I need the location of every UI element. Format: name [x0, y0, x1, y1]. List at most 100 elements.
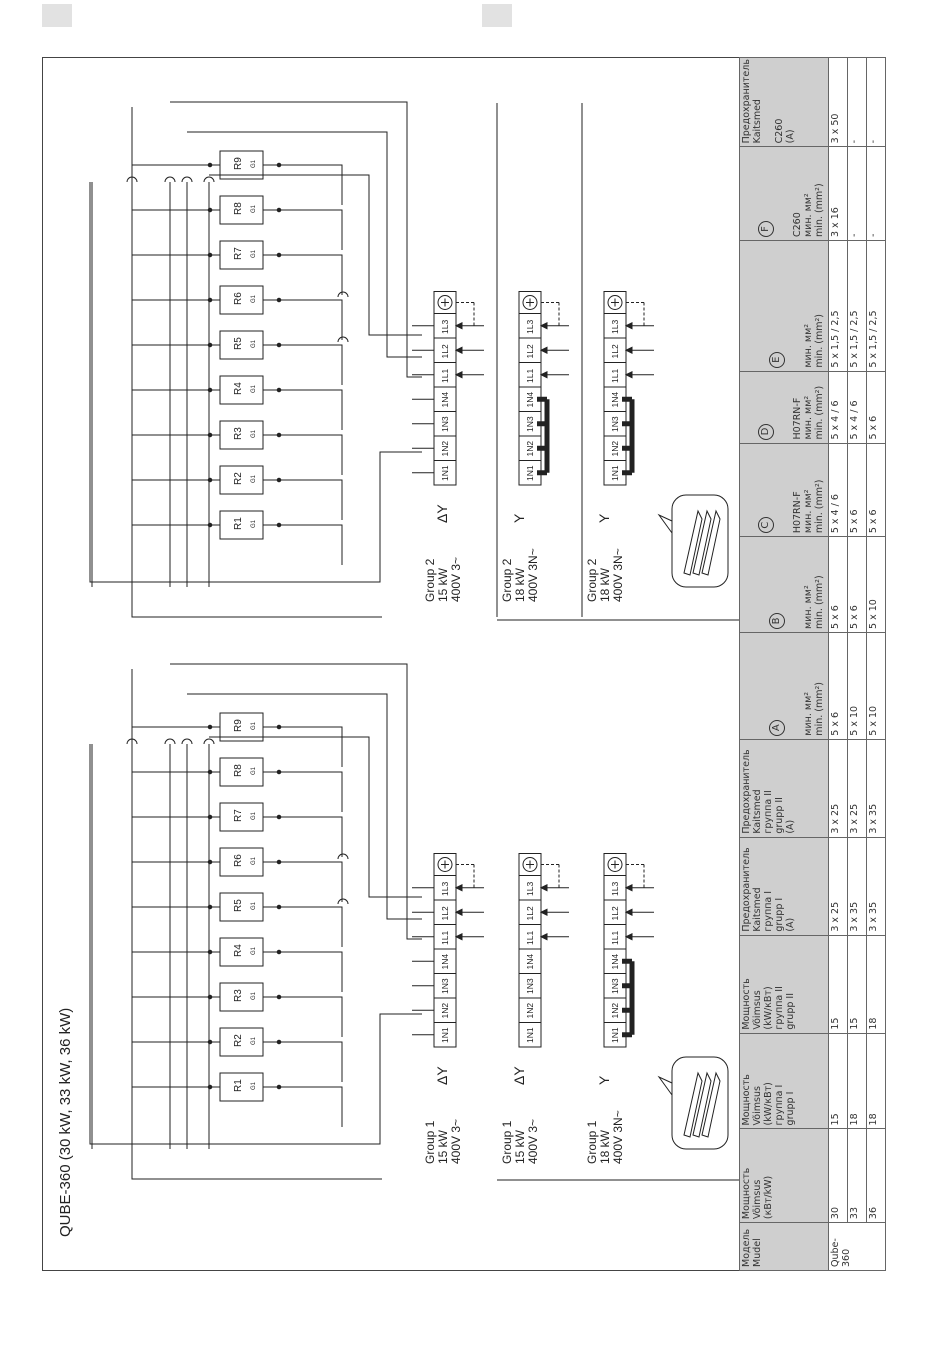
terminal-label: 1N4 — [440, 954, 450, 970]
label-group: G1 — [251, 519, 257, 528]
arrow-icon — [624, 932, 633, 941]
resistor-tag: G1 — [251, 1081, 257, 1090]
specification-table: Модель Mudel Мощность Võimsus (кВт/kW) М… — [739, 57, 886, 1271]
resistor-label: R6 — [233, 292, 244, 305]
label-group: 400V 3N~ — [611, 1110, 625, 1164]
label-group: R2 — [233, 472, 244, 485]
wire-crossing — [126, 176, 138, 183]
label-group: 1L3 — [610, 320, 620, 334]
terminal-label: 1N4 — [610, 392, 620, 408]
terminal-label: 1L2 — [440, 344, 450, 358]
label-group: 15 kW — [436, 567, 450, 602]
table-cell: 5 x 1,5 / 2,5 — [828, 240, 848, 372]
label-group: 1L3 — [525, 882, 535, 896]
label-group: 1N2 — [610, 1003, 620, 1019]
table-header-cell: Мощность Võimsus (kW/кВт) группа II grup… — [739, 935, 829, 1034]
resistor-box — [219, 285, 264, 315]
resistor-box — [219, 982, 264, 1012]
label-group: 1L3 — [440, 320, 450, 334]
table-header-cell: Мощность Võimsus (kW/кВт) группа I grupp… — [739, 1033, 829, 1129]
resistor-label: R5 — [233, 899, 244, 912]
label-group: 1L1 — [610, 931, 620, 945]
jumper-icon — [692, 1071, 712, 1138]
wire — [187, 131, 422, 358]
terminal-label: 1N3 — [525, 978, 535, 994]
label-group: 1L2 — [610, 344, 620, 358]
resistor-box — [219, 330, 264, 360]
node-dot — [276, 207, 282, 213]
wire — [300, 1086, 343, 1127]
label-group: G1 — [251, 384, 257, 393]
label-group: R9 — [233, 719, 244, 732]
node-dot — [276, 1084, 282, 1090]
connection-symbol: Y — [511, 513, 527, 523]
diagram-frame — [42, 57, 886, 1271]
label-group: 1N3 — [610, 416, 620, 432]
wire — [300, 479, 343, 520]
terminal-label: 1N3 — [525, 416, 535, 432]
label-group: Group 1 — [585, 1120, 599, 1164]
terminal-label: 1L2 — [525, 344, 535, 358]
resistor-label: R6 — [233, 854, 244, 867]
terminal-label: 1L3 — [610, 320, 620, 334]
resistor-label: R2 — [233, 1034, 244, 1047]
node-dot — [276, 904, 282, 910]
page-tab-right — [482, 4, 512, 27]
label-group: G1 — [251, 1036, 257, 1045]
node-dot — [276, 342, 282, 348]
wire-crossing — [337, 336, 349, 343]
label-group: G1 — [251, 1081, 257, 1090]
label-group: G1 — [251, 856, 257, 865]
table-cell: 5 x 1,5 / 2,5 — [847, 240, 867, 372]
terminal-label: 1L1 — [525, 369, 535, 383]
label-group: 1L3 — [440, 882, 450, 896]
table-header-cell: Предохранитель Kaitsmed группа II grupp … — [739, 739, 829, 838]
label-group: Group 2 — [585, 558, 599, 602]
terminal-label: 1L3 — [610, 882, 620, 896]
terminal-label: 1N2 — [440, 441, 450, 457]
specification-table-rotated: Модель Mudel Мощность Võimsus (кВт/kW) М… — [739, 57, 886, 1271]
label-group: 400V 3~ — [449, 557, 463, 602]
label-group: 1L1 — [610, 369, 620, 383]
label-group: 1L1 — [525, 931, 535, 945]
terminal-label: 1N1 — [440, 1027, 450, 1043]
table-cell: 5 x 6 — [866, 443, 886, 537]
cable-f-marker: F — [758, 221, 774, 238]
label-group: 1N4 — [610, 392, 620, 408]
label-group: 1N3 — [610, 978, 620, 994]
label-group: R9 — [233, 157, 244, 170]
label-group: 1L2 — [525, 344, 535, 358]
group-label: Group 2 — [423, 558, 437, 602]
resistor-box — [219, 712, 264, 742]
power-label: 15 kW — [513, 1129, 527, 1164]
table-cell: 3 x 25 — [847, 739, 867, 838]
node-dot — [276, 432, 282, 438]
table-cell: - — [866, 146, 886, 241]
label-group: 1N3 — [440, 416, 450, 432]
connection-symbol: Y — [596, 1075, 612, 1085]
resistor-tag: G1 — [251, 721, 257, 730]
label-group: G1 — [251, 721, 257, 730]
table-header-cell: Модель Mudel — [739, 1222, 829, 1271]
table-cell: 36 — [866, 1128, 886, 1223]
label-group: Y — [511, 513, 527, 523]
table-cell: 15 — [847, 935, 867, 1034]
supply-label: 400V 3~ — [449, 557, 463, 602]
resistor-label: R1 — [233, 1079, 244, 1092]
label-group: R5 — [233, 337, 244, 350]
node-dot — [276, 477, 282, 483]
terminal-label: 1L1 — [525, 931, 535, 945]
label-group: 18 kW — [513, 567, 527, 602]
connection-symbol: Y — [596, 513, 612, 523]
label-group: G1 — [251, 159, 257, 168]
arrow-icon — [539, 932, 548, 941]
label-group: 1N4 — [525, 392, 535, 408]
table-cell: 3 x 25 — [828, 739, 848, 838]
wire-crossing — [337, 853, 349, 860]
node-dot — [276, 162, 282, 168]
label-group: 1L2 — [610, 906, 620, 920]
table-cell: 3 x 35 — [866, 837, 886, 936]
resistor-label: R3 — [233, 427, 244, 440]
